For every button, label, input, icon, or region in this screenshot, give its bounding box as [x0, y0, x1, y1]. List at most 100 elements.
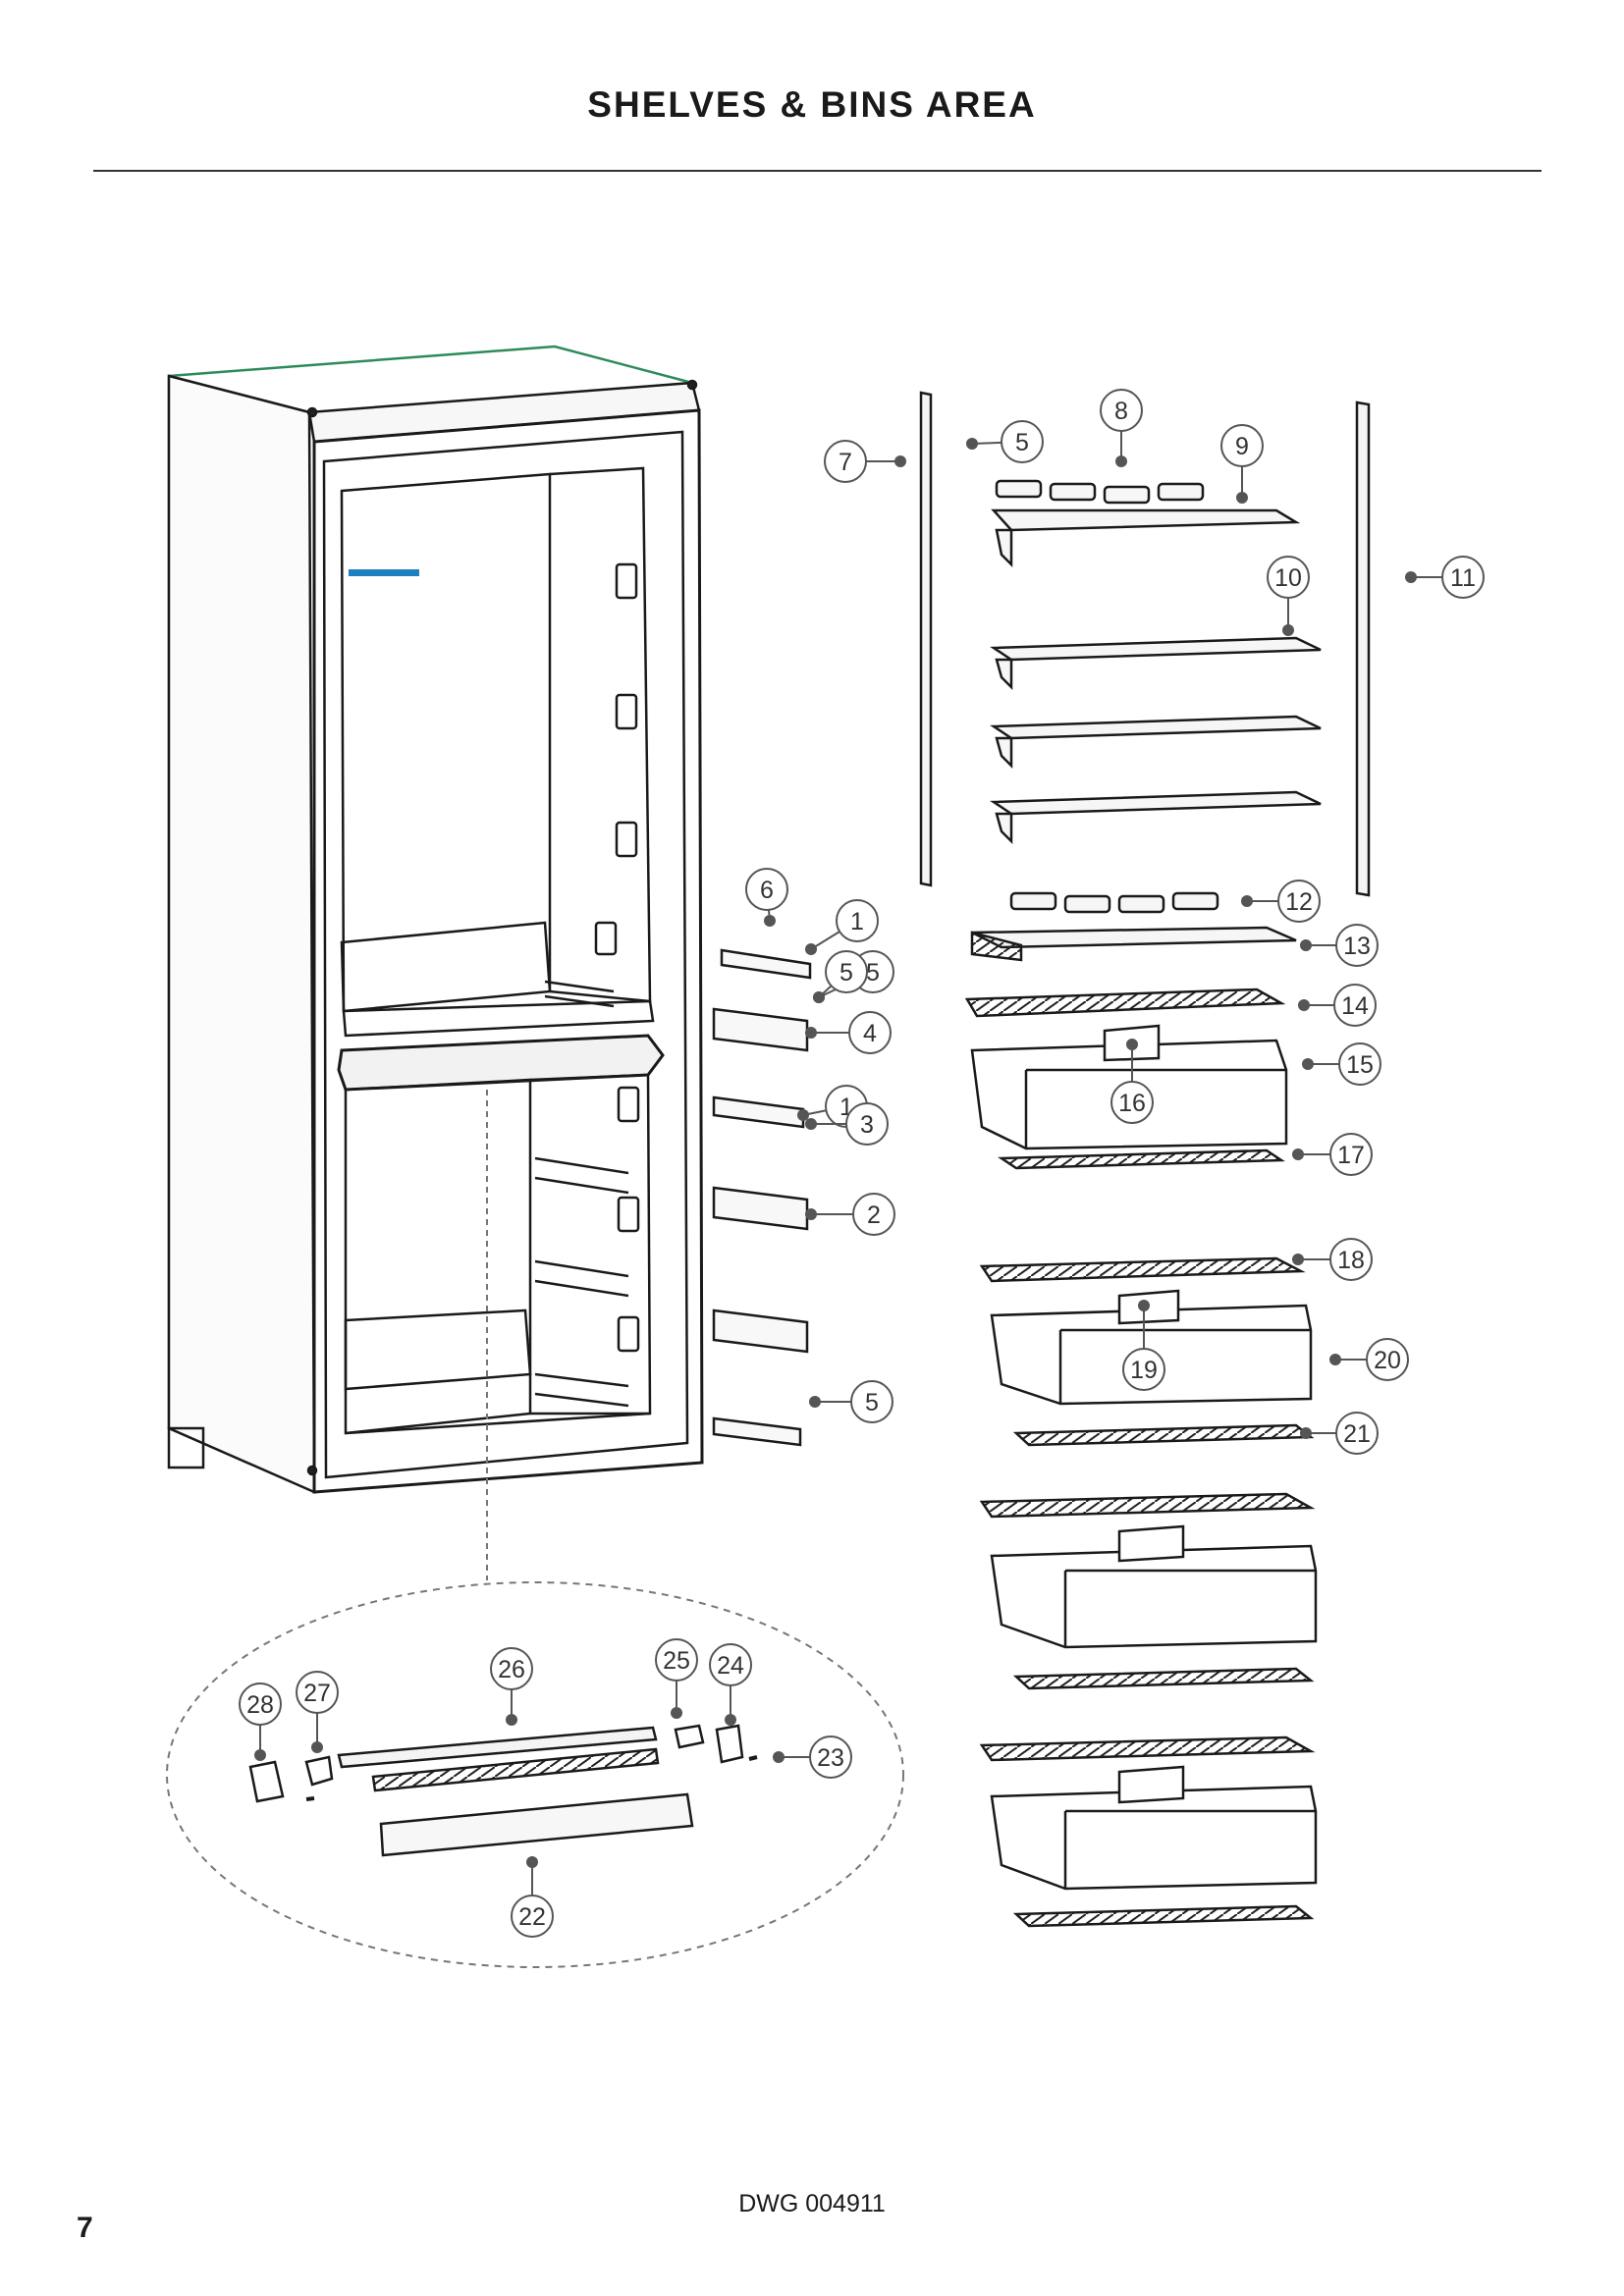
callout-circle	[848, 1011, 892, 1054]
callout-circle	[709, 1643, 752, 1686]
callout-11: 11	[1405, 556, 1485, 599]
callout-19: 19	[1122, 1300, 1165, 1391]
shelf-rails	[919, 391, 1371, 897]
drawing-number: DWG 004911	[738, 2190, 886, 2217]
callout-dot	[805, 1027, 817, 1039]
callout-circle	[296, 1671, 339, 1714]
callout-number: 5	[1015, 429, 1029, 456]
callout-9: 9	[1220, 424, 1264, 504]
callout-circle	[825, 950, 868, 993]
callout-14: 14	[1298, 984, 1377, 1027]
callout-circle	[845, 1102, 889, 1146]
glass-shelves	[970, 479, 1322, 962]
callout-3: 3	[805, 1102, 889, 1146]
callout-dot	[773, 1751, 785, 1763]
callout-23: 23	[773, 1735, 852, 1779]
callout-dot	[1329, 1354, 1341, 1365]
callout-dot	[1282, 624, 1294, 636]
callout-dot	[1292, 1148, 1304, 1160]
callout-circle	[490, 1647, 533, 1690]
callout-number: 18	[1337, 1247, 1365, 1274]
callout-circle	[1001, 420, 1044, 463]
callout-20: 20	[1329, 1338, 1409, 1381]
callout-number: 5	[866, 959, 880, 987]
callout-number: 14	[1341, 992, 1369, 1020]
callout-dot	[797, 1109, 809, 1121]
callout-dot	[966, 438, 978, 450]
callout-8: 8	[1100, 389, 1143, 467]
callout-circle	[1267, 556, 1310, 599]
callout-10: 10	[1267, 556, 1310, 636]
callout-dot	[254, 1749, 266, 1761]
callout-4: 4	[805, 1011, 892, 1054]
callout-circle	[850, 1380, 893, 1423]
callout-dot	[311, 1741, 323, 1753]
callout-number: 23	[817, 1744, 844, 1772]
callout-circle	[1329, 1133, 1373, 1176]
callout-dot	[526, 1856, 538, 1868]
callout-dot	[809, 1396, 821, 1408]
callout-18: 18	[1292, 1238, 1373, 1281]
callout-dot	[671, 1707, 682, 1719]
callout-number: 21	[1343, 1420, 1371, 1448]
callout-26: 26	[490, 1647, 533, 1726]
callout-number: 27	[303, 1680, 331, 1707]
callout-dot	[805, 1208, 817, 1220]
callout-circle	[745, 868, 788, 911]
callout-number: 8	[1114, 398, 1128, 425]
callout-number: 5	[839, 959, 853, 987]
callout-circle	[1100, 389, 1143, 432]
title-rule	[93, 170, 1542, 172]
callout-dot	[764, 915, 776, 927]
callout-number: 11	[1450, 564, 1476, 592]
callout-circle	[852, 1193, 895, 1236]
callout-circle	[511, 1895, 554, 1938]
callout-circle	[1277, 880, 1321, 923]
refrigerator-cabinet	[167, 345, 704, 1494]
callout-dot	[894, 455, 906, 467]
callout-number: 13	[1343, 933, 1371, 960]
callout-number: 2	[867, 1201, 881, 1229]
callout-5: 5	[809, 1380, 893, 1423]
callout-circle	[1335, 924, 1379, 967]
callout-circle	[1333, 984, 1377, 1027]
callout-number: 5	[865, 1389, 879, 1416]
page-title: SHELVES & BINS AREA	[587, 84, 1037, 125]
callout-number: 3	[860, 1111, 874, 1139]
callout-5: 5	[813, 950, 868, 1003]
callout-dot	[1298, 999, 1310, 1011]
callout-number: 19	[1130, 1357, 1158, 1384]
callout-circle	[1220, 424, 1264, 467]
callout-circle	[1335, 1412, 1379, 1455]
side-brackets	[712, 948, 812, 1447]
callout-dot	[506, 1714, 517, 1726]
callout-dot	[805, 1118, 817, 1130]
callout-7: 7	[824, 440, 906, 483]
callout-number: 15	[1346, 1051, 1374, 1079]
callout-dot	[1126, 1039, 1138, 1050]
callout-dot	[1405, 571, 1417, 583]
callout-21: 21	[1300, 1412, 1379, 1455]
callout-12: 12	[1241, 880, 1321, 923]
callout-number: 4	[863, 1020, 877, 1047]
callout-16: 16	[1110, 1039, 1154, 1124]
callout-number: 10	[1274, 564, 1302, 592]
callout-dot	[1292, 1254, 1304, 1265]
callout-number: 17	[1337, 1142, 1365, 1169]
callout-number: 22	[518, 1903, 546, 1931]
callout-circle	[809, 1735, 852, 1779]
callout-circle	[239, 1682, 282, 1726]
crisper-bins	[964, 988, 1318, 1928]
callout-number: 12	[1285, 888, 1313, 916]
callout-24: 24	[709, 1643, 752, 1726]
callout-circle	[655, 1638, 698, 1682]
callout-number: 6	[760, 877, 774, 904]
callout-dot	[1241, 895, 1253, 907]
callout-number: 25	[663, 1647, 690, 1675]
callout-28: 28	[239, 1682, 282, 1761]
callout-circle	[1441, 556, 1485, 599]
callout-dot	[813, 991, 825, 1003]
callout-dot	[1302, 1058, 1314, 1070]
